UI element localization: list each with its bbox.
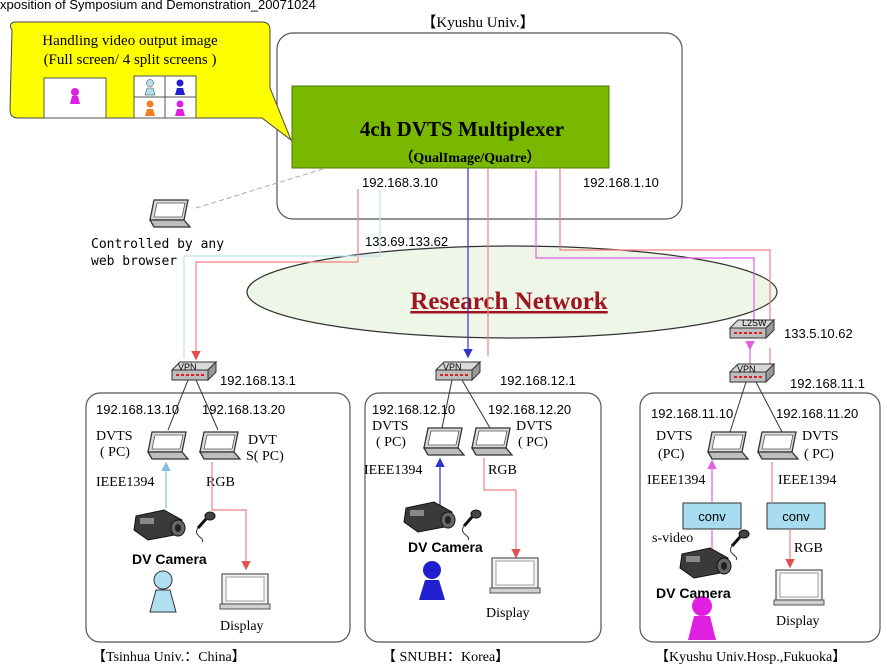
pc1-label-1: DVTS (96, 429, 133, 444)
site-snubh: VPN 192.168.12.1 192.168.12.10 192.168.1… (364, 361, 602, 643)
dvts-pc2-icon (471, 427, 513, 456)
pc2-label-1: DVTS (516, 419, 553, 434)
person-icon (419, 561, 445, 600)
vpn-label: VPN (737, 364, 756, 374)
rgb-label: RGB (794, 541, 823, 556)
l2sw-ip: 133.5.10.62 (784, 326, 853, 341)
vpn-ip: 192.168.13.1 (220, 373, 296, 388)
link2-label: RGB (488, 463, 517, 478)
link1-label: IEEE1394 (647, 473, 705, 488)
person-icon (688, 596, 716, 640)
pc2-label-1: DVT (248, 433, 277, 448)
top-title: xposition of Symposium and Demonstration… (0, 0, 316, 12)
camera-label: DV Camera (132, 551, 207, 567)
control-laptop-icon (149, 199, 191, 228)
pc2-ip: 192.168.12.20 (488, 402, 571, 417)
person-icon (70, 88, 80, 104)
pc2-ip: 192.168.13.20 (202, 402, 285, 417)
person-icon (149, 570, 177, 613)
vpn-label: VPN (443, 362, 462, 372)
pc1-label-2: ( PC) (376, 435, 406, 450)
display-icon (773, 569, 825, 606)
multiplexer-model: （QualImage/Quatre） (399, 150, 540, 166)
pc2-label-2: ( PC) (518, 435, 548, 450)
converter-1 (682, 502, 742, 530)
mux-ip-right: 192.168.1.10 (583, 175, 659, 190)
pc2-ip: 192.168.11.20 (776, 406, 858, 421)
link1-label: IEEE1394 (96, 475, 154, 490)
control-link (195, 167, 327, 209)
dvts-pc2-icon (757, 431, 799, 460)
link2-label: IEEE1394 (778, 473, 836, 488)
output-image-callout: Handling video output image (Full screen… (9, 21, 293, 142)
pc1-label-1: DVTS (372, 419, 409, 434)
link2-label: RGB (206, 475, 235, 490)
research-network (246, 245, 778, 339)
converter-2-label: conv (782, 509, 810, 524)
kyushu-site-title: 【Kyushu Univ.】 (421, 14, 534, 31)
l2sw-label: L2SW (742, 318, 767, 328)
vpn-label: VPN (178, 362, 197, 372)
display-label: Display (776, 614, 820, 629)
site-snubh-name: 【 SNUBH：Korea】 (382, 649, 509, 665)
pc1-label-1: DVTS (656, 429, 693, 444)
link1-label: IEEE1394 (364, 463, 422, 478)
pc2-label-2: S( PC) (246, 449, 284, 464)
research-network-label: Research Network (410, 288, 607, 315)
pc2-label-2: ( PC) (804, 447, 834, 462)
display-icon (489, 557, 541, 594)
site-tsinghua: VPN 192.168.13.1 192.168.13.10 192.168.1… (85, 361, 351, 643)
callout-title: Handling video output image (42, 33, 218, 49)
network-ip: 133.69.133.62 (365, 234, 448, 249)
site-kyushu-hospital: VPN 192.168.11.1 192.168.11.10 192.168.1… (639, 363, 881, 643)
vpn-ip: 192.168.11.1 (790, 376, 865, 391)
dvts-pc1-icon (147, 431, 189, 460)
display-label: Display (486, 606, 530, 621)
display-icon (219, 573, 271, 610)
converter-1-label: conv (698, 509, 726, 524)
site-kyushu-hospital-name: 【Kyushu Univ.Hosp.,Fukuoka】 (655, 649, 846, 665)
dvts-pc2-icon (199, 431, 241, 460)
pc2-label-1: DVTS (802, 429, 839, 444)
site-box (364, 392, 602, 643)
pc1-ip: 192.168.12.10 (372, 402, 455, 417)
camera-label: DV Camera (408, 539, 483, 555)
multiplexer-title: 4ch DVTS Multiplexer (360, 117, 564, 141)
display-label: Display (220, 619, 264, 634)
dvts-pc1-icon (423, 427, 465, 456)
mux-ip-left: 192.168.3.10 (362, 175, 438, 190)
pc1-label-2: (PC) (658, 447, 685, 462)
connection-lines (183, 168, 775, 375)
pc1-label-2: ( PC) (100, 445, 130, 460)
site-tsinghua-name: 【Tsinhua Univ.：China】 (92, 649, 246, 665)
callout-subtitle: (Full screen/ 4 split screens ) (44, 52, 217, 68)
camera-label: DV Camera (656, 585, 731, 601)
vpn-ip: 192.168.12.1 (500, 373, 576, 388)
pc1-ip: 192.168.11.10 (651, 406, 733, 421)
control-label-1: Controlled by any (91, 237, 224, 252)
converter-2 (766, 502, 826, 530)
pc1-ip: 192.168.13.10 (96, 402, 179, 417)
control-label-2: web browser (91, 254, 177, 269)
svideo-label: s-video (652, 531, 693, 546)
split-screen-preview (133, 75, 197, 119)
dvts-pc1-icon (707, 431, 749, 460)
dvts-multiplexer (291, 85, 610, 169)
